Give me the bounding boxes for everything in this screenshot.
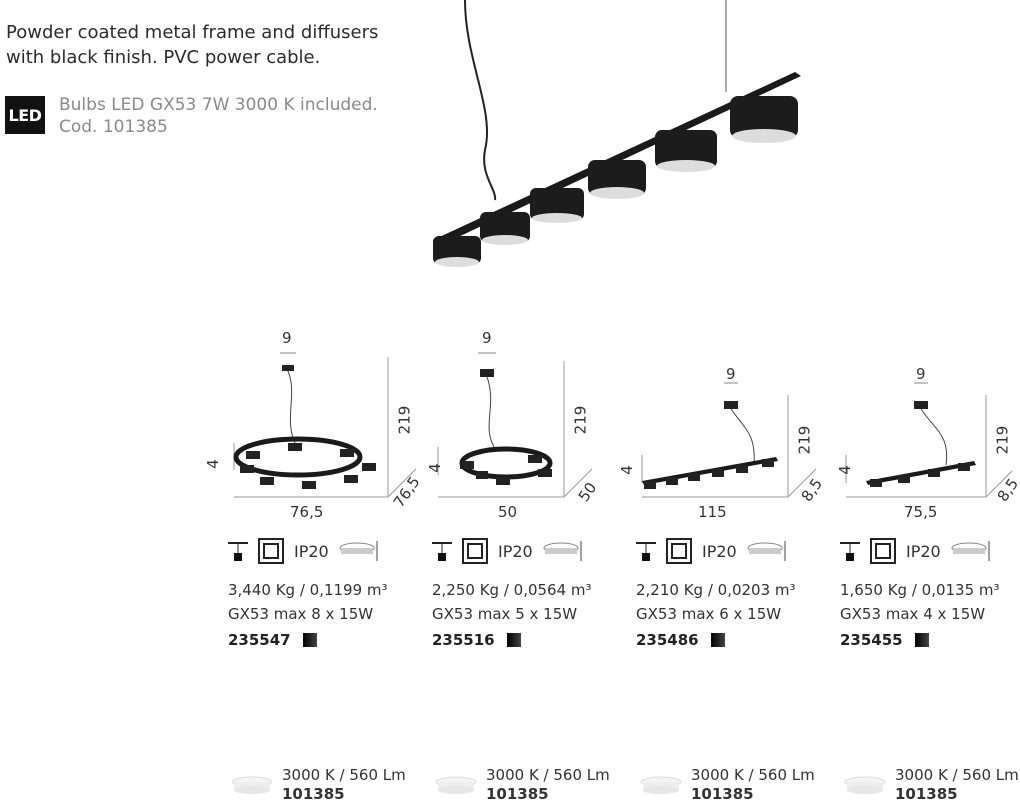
- dim-side: 4: [425, 463, 444, 473]
- weight-volume: 2,210 Kg / 0,0203 m³: [636, 581, 796, 599]
- bulb-code: 101385: [895, 785, 958, 803]
- bulb-code: 101385: [282, 785, 345, 803]
- bulb-code: 101385: [486, 785, 549, 803]
- weight-volume: 3,440 Kg / 0,1199 m³: [228, 581, 388, 599]
- dim-height: 219: [395, 405, 414, 435]
- ip-rating: IP20: [702, 541, 737, 561]
- product-photo: [433, 0, 801, 267]
- bulb-info-line-1: Bulbs LED GX53 7W 3000 K included.: [59, 95, 378, 115]
- spec-text: 3,440 Kg / 0,1199 m³ GX53 max 8 x 15W: [228, 578, 388, 626]
- spec-text: 2,210 Kg / 0,0203 m³ GX53 max 6 x 15W: [636, 578, 796, 626]
- bulb-info-line-2: Cod. 101385: [59, 117, 168, 137]
- gx53-bulb-icon: [231, 776, 273, 794]
- ring-5-drawing: [437, 352, 593, 498]
- pendant-icon: [636, 542, 656, 561]
- bulb-included-icon: [543, 541, 582, 561]
- dim-height: 219: [571, 405, 590, 435]
- spec-icons: IP20: [636, 537, 787, 565]
- dim-width: 76,5: [290, 503, 324, 521]
- linear-6-drawing: [641, 382, 817, 498]
- bulb-item: 3000 K / 560 Lm 101385: [434, 760, 614, 803]
- bulb-included-icon: [339, 541, 378, 561]
- ip-rating: IP20: [294, 541, 329, 561]
- dim-side: 4: [203, 459, 222, 469]
- product-code-row: 235455: [840, 631, 929, 649]
- bulb-spec-text: 3000 K / 560 Lm: [691, 766, 815, 784]
- black-finish-swatch: [302, 633, 317, 647]
- product-235516: 9 219 4 50 50 IP20 2,250 Kg / 0,0564 m³ …: [426, 325, 632, 665]
- bulb-info: Bulbs LED GX53 7W 3000 K included. Cod. …: [59, 94, 378, 138]
- bulb-included-icon: [951, 541, 990, 561]
- gx53-bulb-icon: [640, 776, 682, 794]
- black-finish-swatch: [506, 633, 521, 647]
- spec-text: 2,250 Kg / 0,0564 m³ GX53 max 5 x 15W: [432, 578, 592, 626]
- dim-top: 9: [726, 365, 736, 383]
- product-code: 235516: [432, 631, 495, 649]
- class-ii-icon: [870, 538, 896, 564]
- product-code-row: 235516: [432, 631, 521, 649]
- product-code: 235455: [840, 631, 903, 649]
- bulb-spec-text: 3000 K / 560 Lm: [486, 766, 610, 784]
- bulb-code: 101385: [691, 785, 754, 803]
- dim-width: 50: [498, 503, 518, 521]
- dim-top: 9: [282, 329, 292, 347]
- product-code: 235547: [228, 631, 291, 649]
- dim-side: 4: [835, 465, 854, 475]
- weight-volume: 1,650 Kg / 0,0135 m³: [840, 581, 1000, 599]
- dim-width: 115: [698, 503, 727, 521]
- gx53-bulb-icon: [435, 776, 477, 794]
- dim-height: 219: [795, 425, 814, 455]
- spec-text: 1,650 Kg / 0,0135 m³ GX53 max 4 x 15W: [840, 578, 1000, 626]
- bulb-spec: GX53 max 5 x 15W: [432, 605, 578, 623]
- pendant-icon: [840, 542, 860, 561]
- bulb-spec: GX53 max 6 x 15W: [636, 605, 782, 623]
- linear-4-drawing: [845, 382, 1013, 498]
- pendant-icon: [228, 542, 248, 561]
- ip-rating: IP20: [906, 541, 941, 561]
- product-235486: 9 219 4 115 8,5 IP20 2,210 Kg / 0,0203 m…: [618, 325, 836, 665]
- product-code-row: 235486: [636, 631, 725, 649]
- led-badge: LED: [5, 96, 45, 134]
- product-code-row: 235547: [228, 631, 317, 649]
- product-code: 235486: [636, 631, 699, 649]
- bulb-spec-text: 3000 K / 560 Lm: [282, 766, 406, 784]
- gx53-bulb-icon: [844, 776, 886, 794]
- bulb-spec: GX53 max 4 x 15W: [840, 605, 986, 623]
- class-ii-icon: [258, 538, 284, 564]
- description-line-1: Powder coated metal frame and diffusers: [6, 22, 379, 43]
- class-ii-icon: [462, 538, 488, 564]
- description-line-2: with black finish. PVC power cable.: [6, 47, 321, 68]
- dim-top: 9: [916, 365, 926, 383]
- bulb-spec: GX53 max 8 x 15W: [228, 605, 374, 623]
- spec-icons: IP20: [228, 537, 379, 565]
- bulb-item: 3000 K / 560 Lm 101385: [230, 760, 410, 803]
- class-ii-icon: [666, 538, 692, 564]
- product-235547: 9 219 4 76,5 76,5 IP20 3,440 Kg / 0,1199…: [204, 325, 428, 665]
- spec-icons: IP20: [432, 537, 583, 565]
- dim-width: 75,5: [904, 503, 938, 521]
- bulb-included-icon: [747, 541, 786, 561]
- dim-top: 9: [482, 329, 492, 347]
- black-finish-swatch: [710, 633, 725, 647]
- spec-icons: IP20: [840, 537, 991, 565]
- ip-rating: IP20: [498, 541, 533, 561]
- dim-side: 4: [617, 465, 636, 475]
- pendant-icon: [432, 542, 452, 561]
- bulb-item: 3000 K / 560 Lm 101385: [843, 760, 1020, 803]
- weight-volume: 2,250 Kg / 0,0564 m³: [432, 581, 592, 599]
- bulb-spec-text: 3000 K / 560 Lm: [895, 766, 1019, 784]
- bulb-item: 3000 K / 560 Lm 101385: [639, 760, 819, 803]
- dim-height: 219: [993, 425, 1012, 455]
- product-235455: 9 219 4 75,5 8,5 IP20 1,650 Kg / 0,0135 …: [836, 325, 1020, 665]
- ring-8-drawing: [233, 352, 417, 498]
- black-finish-swatch: [914, 633, 929, 647]
- product-description: Powder coated metal frame and diffusers …: [6, 20, 406, 70]
